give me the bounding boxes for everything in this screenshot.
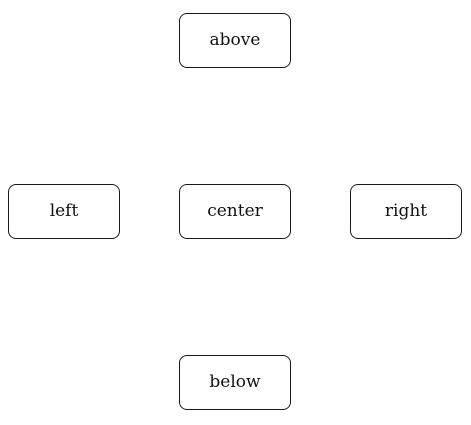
node-right: right (350, 184, 462, 239)
node-left-label: left (49, 201, 79, 221)
node-below: below (179, 355, 291, 410)
node-below-label: below (209, 372, 261, 392)
node-center: center (179, 184, 291, 239)
node-above: above (179, 13, 291, 68)
node-center-label: center (207, 201, 263, 221)
node-right-label: right (384, 201, 428, 221)
node-left: left (8, 184, 120, 239)
node-above-label: above (209, 30, 261, 50)
